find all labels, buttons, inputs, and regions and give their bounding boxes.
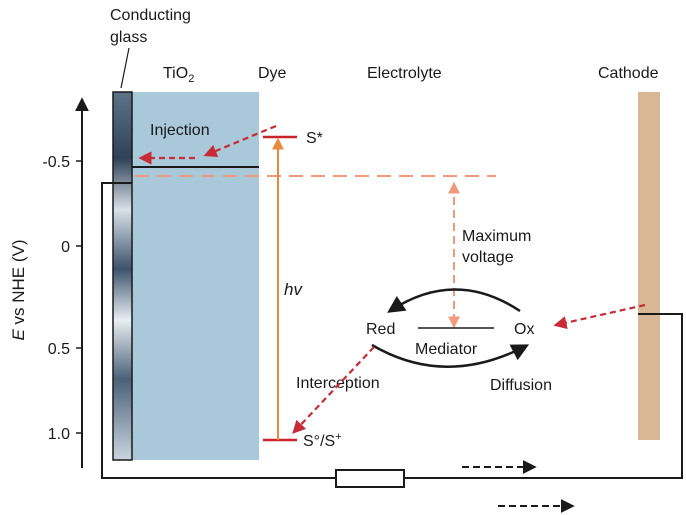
y-tick-label: 0.5 — [48, 341, 70, 358]
conducting-glass-label: glass — [110, 29, 147, 46]
y-tick-label: 0 — [61, 239, 70, 256]
glass-leader-line — [120, 47, 130, 89]
conducting-glass — [112, 91, 133, 461]
cathode-electrode — [638, 92, 660, 440]
mediator-label: Mediator — [415, 341, 478, 358]
cathode-label: Cathode — [598, 65, 659, 82]
ox-label: Ox — [514, 321, 534, 338]
y-tick-label: 1.0 — [48, 426, 70, 443]
injection-arrow-1 — [203, 124, 277, 158]
hv-label: hv — [284, 280, 303, 299]
interception-label: Interception — [296, 375, 380, 392]
max-voltage-label: Maximum — [462, 228, 531, 245]
diffusion-label: Diffusion — [490, 377, 552, 394]
red-label: Red — [366, 321, 395, 338]
cathode-reduction-arrow — [553, 303, 646, 330]
mediator-cycle-top-arrow — [387, 288, 521, 313]
s-ground-label: S°/S+ — [303, 431, 342, 450]
s-star-label: S* — [306, 130, 323, 147]
max-voltage-label: voltage — [462, 249, 514, 266]
y-axis-label: E vs NHE (V) — [9, 239, 28, 340]
y-tick-label: -0.5 — [42, 154, 70, 171]
electrolyte-label: Electrolyte — [367, 65, 442, 82]
load-resistor — [335, 469, 405, 488]
injection-label: Injection — [150, 122, 210, 139]
external-circuit-wire-right — [404, 313, 683, 479]
dye-label: Dye — [258, 65, 287, 82]
external-circuit-wire — [101, 182, 336, 479]
tio2-region — [131, 92, 259, 460]
conducting-glass-label: Conducting — [110, 7, 191, 24]
tio2-label: TiO2 — [163, 65, 194, 85]
mediator-cycle-bottom-arrow — [371, 343, 530, 368]
